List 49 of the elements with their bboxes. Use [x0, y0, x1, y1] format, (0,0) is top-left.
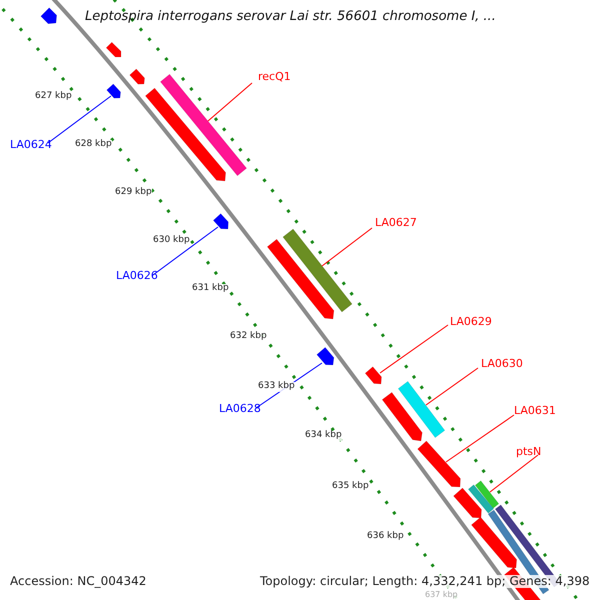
gene-label: LA0627 — [375, 217, 417, 230]
leader-line — [490, 454, 538, 492]
tick-label: 635 kbp — [332, 482, 369, 492]
gene-marker — [471, 516, 517, 568]
gene-marker — [40, 8, 57, 24]
gene-marker — [145, 88, 226, 182]
gene-label: LA0630 — [481, 358, 523, 370]
gene-bar — [282, 228, 352, 312]
leader-line — [48, 96, 112, 144]
gene-marker — [417, 440, 461, 488]
tick-label: 627 kbp — [35, 92, 72, 102]
tick-label: 636 kbp — [367, 532, 404, 542]
gene-marker — [213, 213, 229, 230]
tick-label: 637 kbp — [425, 591, 458, 600]
gene-marker — [267, 238, 334, 320]
gene-bar — [474, 480, 500, 508]
topology-text: Topology: circular; Length: 4,332,241 bp; Genes: 4,398 — [260, 575, 590, 588]
leader-line — [152, 226, 218, 276]
accession-text: Accession: NC_004342 — [10, 575, 146, 588]
gene-bar — [160, 74, 247, 176]
gene-label: ptsN — [516, 446, 542, 458]
leader-line — [426, 368, 478, 406]
gene-marker — [106, 84, 121, 98]
gene-label: LA0624 — [10, 139, 52, 152]
tick-label: 634 kbp — [305, 431, 342, 441]
tick-label: 630 kbp — [153, 236, 190, 246]
gene-marker — [364, 366, 382, 384]
gene-marker — [453, 488, 482, 518]
gene-marker — [106, 42, 122, 58]
gene-label: LA0629 — [450, 316, 492, 328]
gene-bar — [468, 484, 494, 514]
gene-label: LA0626 — [116, 270, 158, 282]
tick-label: 631 kbp — [192, 284, 229, 294]
tick-label: 632 kbp — [230, 332, 267, 342]
map-title: Leptospira interrogans serovar Lai str. 56601 chromosome I, ... — [85, 10, 496, 24]
tick-label: 633 kbp — [258, 382, 295, 392]
gene-label: recQ1 — [258, 71, 291, 84]
gene-label: LA0631 — [514, 405, 556, 418]
leader-line — [380, 324, 448, 374]
gene-marker — [129, 68, 145, 84]
gene-bar — [398, 381, 446, 438]
leader-line — [322, 228, 372, 266]
tick-label: 628 kbp — [75, 140, 112, 150]
gene-label: LA0628 — [219, 403, 261, 416]
leader-line — [446, 414, 514, 462]
leader-line — [208, 82, 252, 122]
gene-marker — [382, 392, 422, 442]
gene-marker — [316, 347, 334, 366]
tick-label: 629 kbp — [115, 188, 152, 198]
